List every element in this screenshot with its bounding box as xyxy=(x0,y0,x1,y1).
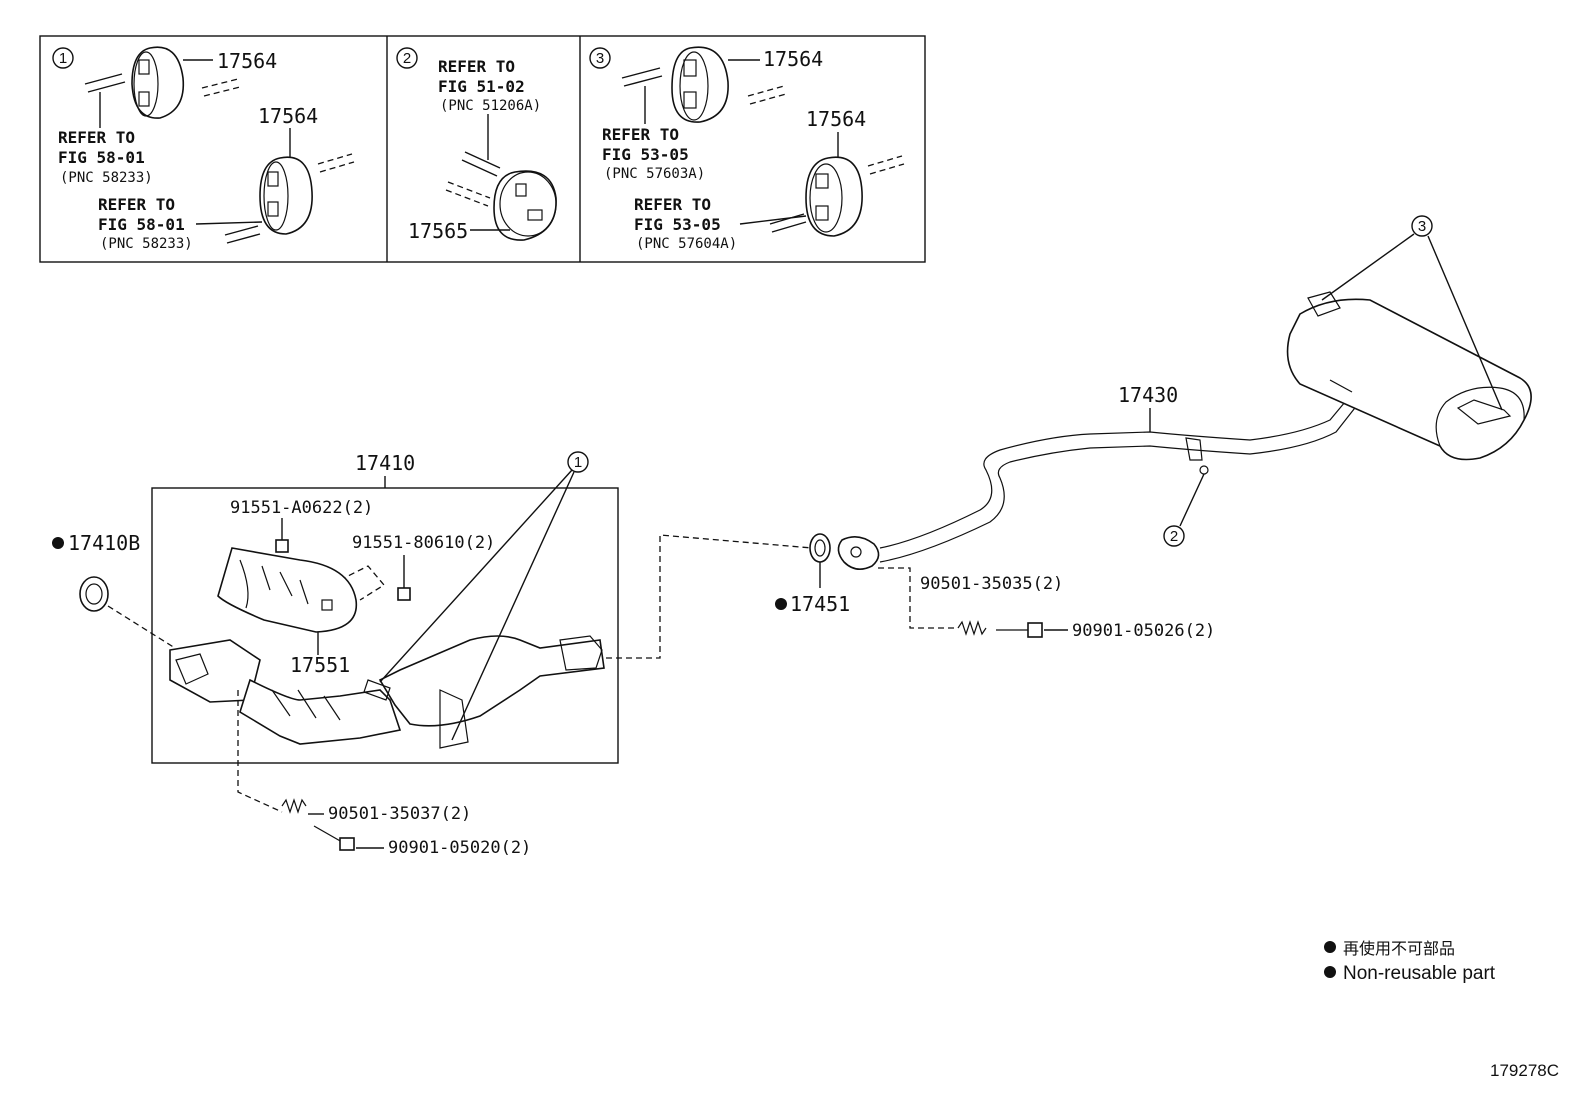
spring-center-icon xyxy=(957,620,987,636)
tail-pipe xyxy=(879,395,1359,563)
part-number-17430: 17430 xyxy=(1118,383,1178,407)
part-number-17551: 17551 xyxy=(290,653,350,677)
fig-label-2: FIG 51-02 xyxy=(438,77,525,96)
part-number-90501-35035: 90501-35035(2) xyxy=(920,574,1063,594)
detail-box-1: 1 17564 REFER TO FIG 58-01 (PNC 58233) 1… xyxy=(52,46,355,252)
detail-box-2: 2 REFER TO FIG 51-02 (PNC 51206A) 17565 xyxy=(396,47,557,243)
fig-label-3a: FIG 53-05 xyxy=(602,145,689,164)
muffler xyxy=(1286,291,1532,461)
rubber-hanger-box3-bottom xyxy=(805,156,863,237)
detail-marker-1-label: 1 xyxy=(59,50,67,67)
part-number-90901-05020: 90901-05020(2) xyxy=(388,838,531,858)
legend: 再使用不可部品 Non-reusable part xyxy=(1324,939,1496,984)
pnc-label-1b: (PNC 58233) xyxy=(100,236,193,252)
callout-2-label: 2 xyxy=(1170,528,1178,545)
front-exhaust-pipe xyxy=(169,635,605,749)
spring-front-icon xyxy=(281,798,307,814)
front-pipe-assy-box xyxy=(151,487,619,764)
callout-1-label: 1 xyxy=(574,454,582,471)
part-number-17451: 17451 xyxy=(790,592,850,616)
tail-pipe-flange xyxy=(837,536,880,570)
callout-2 xyxy=(1163,525,1185,547)
front-pipe-group: 17410 17410B 91551-A0622(2) 91551-80610(… xyxy=(52,451,813,858)
detail-marker-2-label: 2 xyxy=(403,50,411,67)
non-reusable-dot-17410b xyxy=(52,537,64,549)
bolt-front-icon xyxy=(313,825,355,851)
callout-3-label: 3 xyxy=(1418,218,1426,235)
figure-code: 179278C xyxy=(1490,1061,1559,1080)
part-number-90501-35037: 90501-35037(2) xyxy=(328,804,471,824)
legend-dot-2 xyxy=(1324,966,1336,978)
heat-insulator xyxy=(217,547,358,633)
detail-box-3: 3 17564 REFER TO FIG 53-05 (PNC 57603A) … xyxy=(589,46,905,252)
detail-marker-1 xyxy=(52,47,74,69)
rubber-hanger-bottom xyxy=(259,156,313,235)
rubber-hanger-box3-top xyxy=(671,46,729,123)
part-number-90901-05026: 90901-05026(2) xyxy=(1072,621,1215,641)
detail-box-frame xyxy=(39,35,926,263)
gasket-front xyxy=(79,576,109,612)
part-number-17564-d: 17564 xyxy=(806,107,866,131)
detail-marker-3-label: 3 xyxy=(596,50,604,67)
refer-label-2: REFER TO xyxy=(438,57,515,76)
pnc-label-1a: (PNC 58233) xyxy=(60,170,153,186)
detail-marker-2 xyxy=(396,47,418,69)
refer-label-3b: REFER TO xyxy=(634,195,711,214)
part-number-17564-b: 17564 xyxy=(258,104,318,128)
rubber-hanger-box2 xyxy=(493,170,557,241)
legend-dot-1 xyxy=(1324,941,1336,953)
bolt-b-icon xyxy=(397,587,411,601)
legend-line-2: Non-reusable part xyxy=(1343,963,1496,984)
refer-label-1b: REFER TO xyxy=(98,195,175,214)
part-number-17410b: 17410B xyxy=(68,531,140,555)
detail-marker-3 xyxy=(589,47,611,69)
pnc-label-3a: (PNC 57603A) xyxy=(604,166,705,182)
bolt-a-icon xyxy=(275,539,289,553)
rubber-hanger-top xyxy=(131,46,185,119)
legend-line-1: 再使用不可部品 xyxy=(1343,939,1455,958)
part-number-17410: 17410 xyxy=(355,451,415,475)
tail-pipe-group: 17430 3 2 90501-35035(2) 90901-05026(2) xyxy=(837,215,1532,641)
bolt-center-icon xyxy=(996,622,1043,638)
callout-1 xyxy=(567,451,589,473)
part-number-91551-a0622: 91551-A0622(2) xyxy=(230,498,373,518)
part-number-17564-c: 17564 xyxy=(763,47,823,71)
callout-3 xyxy=(1411,215,1433,237)
refer-label-3a: REFER TO xyxy=(602,125,679,144)
fig-label-3b: FIG 53-05 xyxy=(634,215,721,234)
center-gasket-group: 17451 xyxy=(775,533,850,616)
part-number-17565: 17565 xyxy=(408,219,468,243)
part-number-17564-a: 17564 xyxy=(217,49,277,73)
part-number-91551-80610: 91551-80610(2) xyxy=(352,533,495,553)
fig-label-1a: FIG 58-01 xyxy=(58,148,145,167)
fig-label-1b: FIG 58-01 xyxy=(98,215,185,234)
non-reusable-dot-17451 xyxy=(775,598,787,610)
refer-label-1a: REFER TO xyxy=(58,128,135,147)
gasket-center xyxy=(809,533,831,563)
pnc-label-3b: (PNC 57604A) xyxy=(636,236,737,252)
pnc-label-2: (PNC 51206A) xyxy=(440,98,541,114)
